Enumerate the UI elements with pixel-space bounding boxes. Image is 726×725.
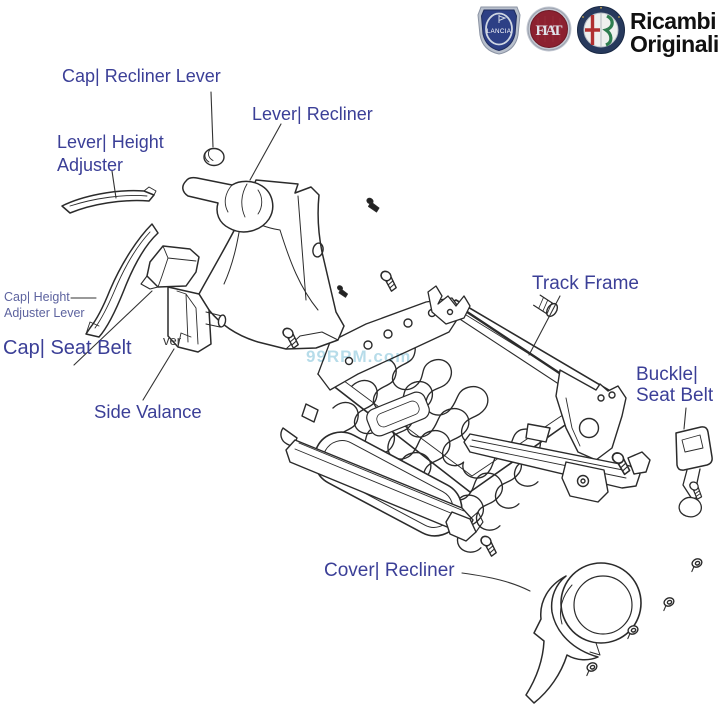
cap-seat-belt-part	[140, 245, 200, 290]
side-valance-part	[167, 179, 345, 353]
screw-fastener	[375, 268, 402, 293]
label-lever-height-adjuster: Lever| Height Adjuster	[57, 131, 164, 177]
label-line: Lever| Height	[57, 132, 164, 152]
leader-cover-recliner	[461, 572, 531, 592]
label-track-frame: Track Frame	[532, 273, 639, 294]
cap-height-adjuster-lever-part	[85, 223, 159, 338]
brand-name-line1: Ricambi	[630, 8, 716, 34]
label-buckle-seat-belt: Buckle| Seat Belt	[636, 364, 713, 406]
watermark: 99RPM.com	[306, 347, 412, 366]
alfa-romeo-logo-icon	[577, 6, 625, 54]
cover-recliner-part	[525, 562, 642, 704]
lancia-logo-icon: LANCIA	[477, 6, 521, 55]
leader-cap-seat-belt	[73, 290, 153, 366]
buckle-seat-belt-part	[675, 426, 713, 518]
lever-recliner-part	[182, 176, 274, 233]
screw-fastener	[366, 197, 380, 213]
lever-height-adjuster-part	[61, 186, 157, 214]
screw-fastener	[475, 533, 502, 558]
label-line: Adjuster	[57, 155, 124, 175]
leader-cap-recliner-lever	[210, 91, 214, 148]
cap-recliner-lever-part	[203, 147, 225, 167]
screw-fastener	[337, 285, 348, 298]
label-line: Adjuster Lever	[4, 306, 85, 320]
label-cap-seat-belt: Cap| Seat Belt	[3, 337, 132, 359]
track-frame-part	[280, 285, 651, 559]
rivet-fastener	[582, 660, 600, 677]
fiat-logo-icon: FIAT	[526, 6, 572, 52]
rivet-fastener	[659, 595, 677, 612]
label-cap-recliner-lever: Cap| Recliner Lever	[62, 66, 221, 86]
left-rail	[280, 423, 551, 542]
label-line: Cap| Height	[4, 290, 70, 304]
label-line: Seat Belt	[636, 385, 714, 406]
label-cover-recliner: Cover| Recliner	[324, 560, 455, 581]
right-rail	[463, 433, 651, 503]
leader-track-frame	[528, 295, 561, 356]
rivet-fastener	[687, 556, 705, 573]
leader-side-valance	[142, 348, 175, 401]
leader-buckle-seat-belt	[683, 407, 687, 430]
obscured-text-fragment: ver	[163, 333, 182, 348]
brand-header: LANCIA FIAT Ricambi Originali	[476, 3, 719, 57]
leader-lever-height-adjuster	[111, 170, 117, 199]
brand-name-line2: Originali	[630, 31, 719, 57]
svg-text:FIAT: FIAT	[536, 23, 563, 39]
brand-name: Ricambi Originali	[630, 10, 719, 56]
label-side-valance: Side Valance	[94, 401, 202, 422]
label-line: Buckle|	[636, 364, 698, 385]
leader-lever-recliner	[249, 123, 282, 181]
svg-text:LANCIA: LANCIA	[487, 28, 512, 35]
label-lever-recliner: Lever| Recliner	[252, 104, 373, 124]
label-cap-height-adjuster-lever: Cap| Height Adjuster Lever	[4, 289, 85, 321]
